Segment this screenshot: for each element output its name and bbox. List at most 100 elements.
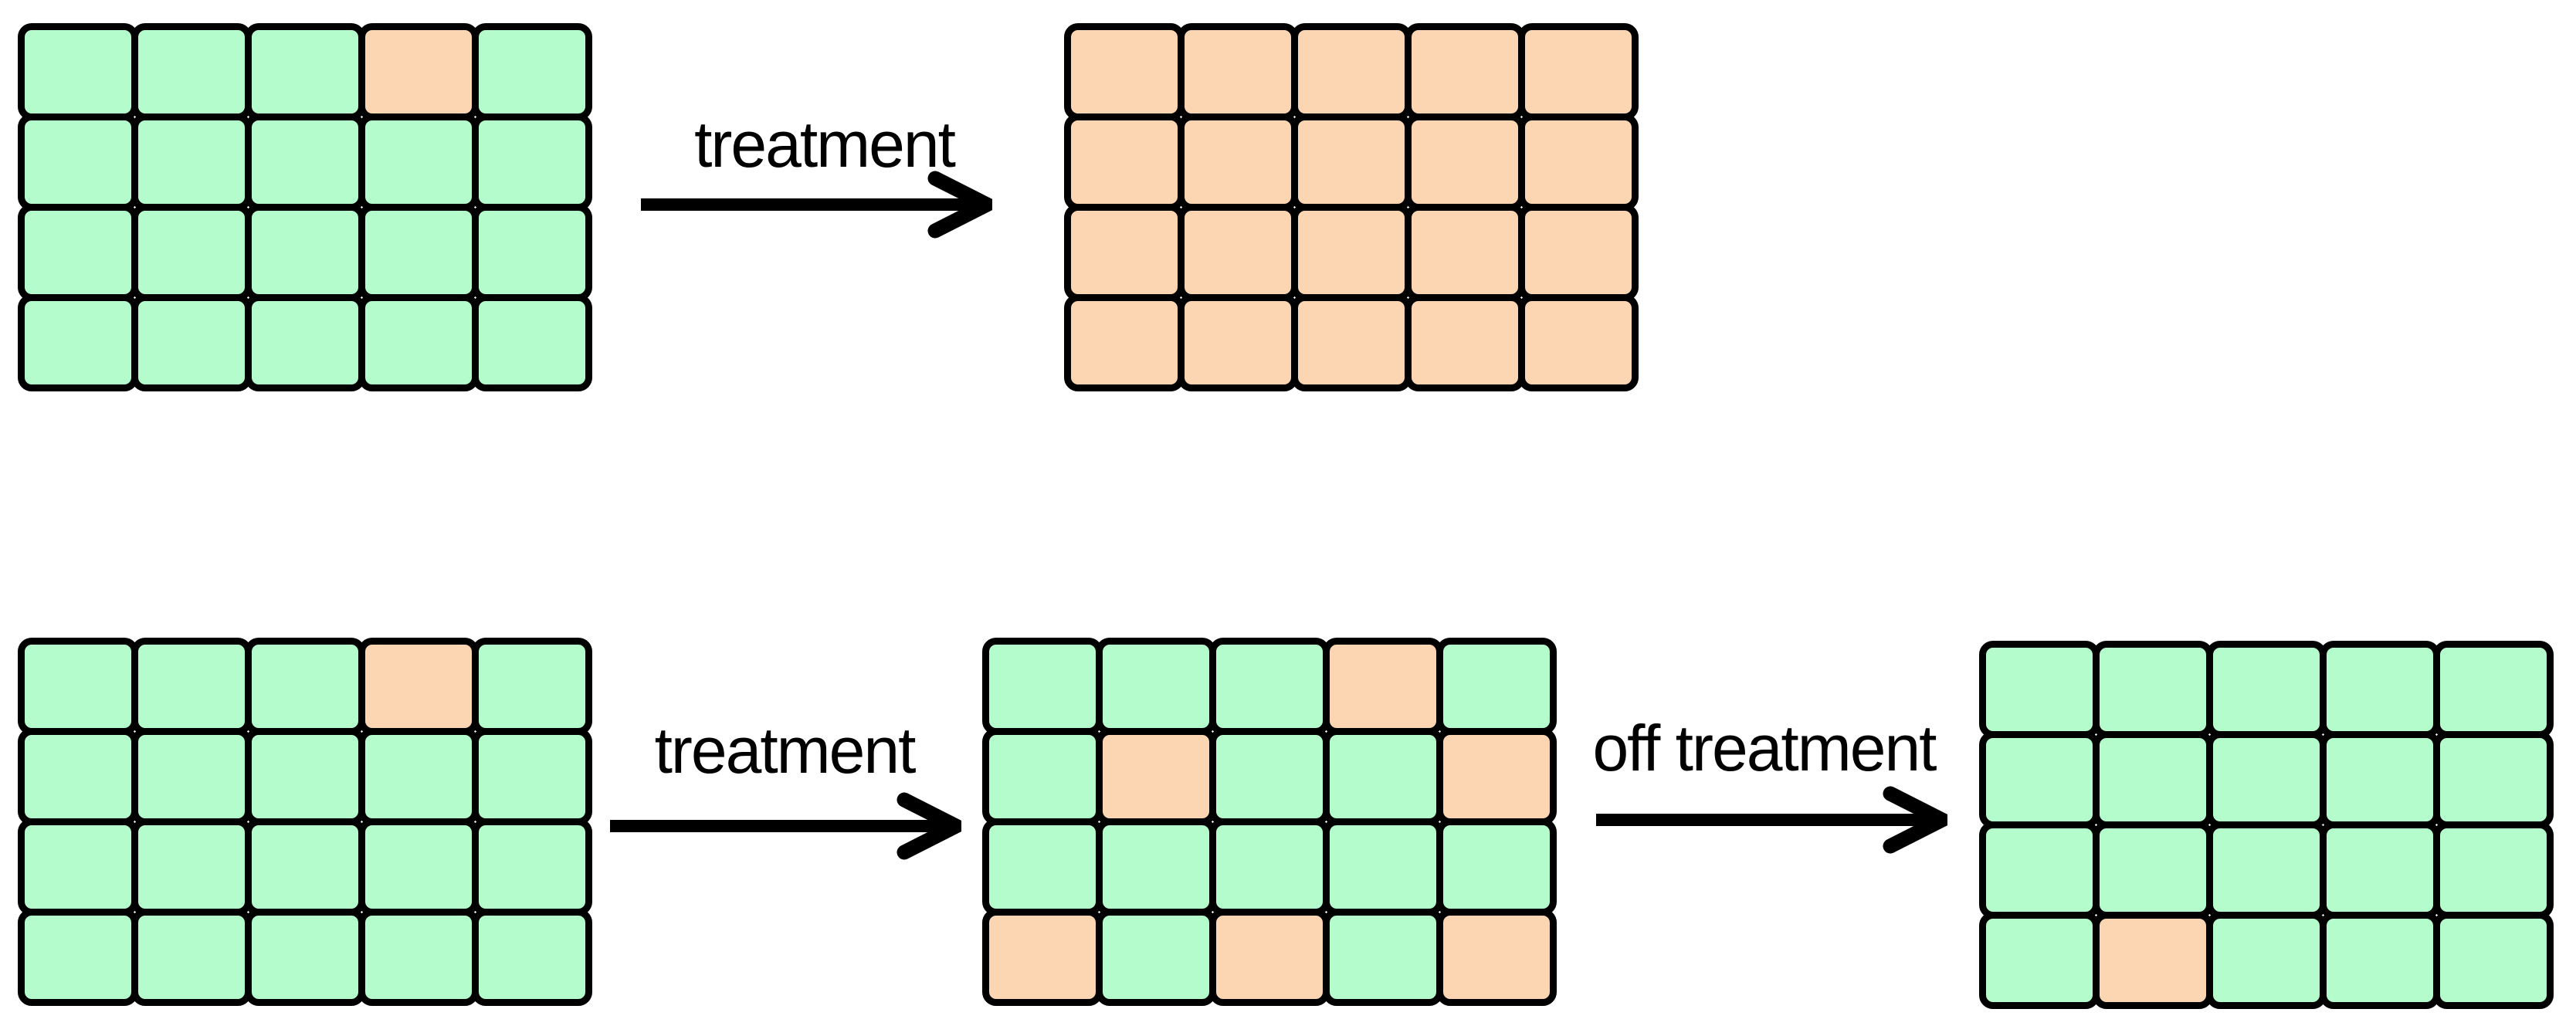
resistant-cell [1518, 113, 1639, 211]
cell-row [18, 728, 592, 825]
resistant-cell [1209, 909, 1330, 1006]
cell-grid-bottom-initial [18, 638, 592, 1006]
resistant-cell [1405, 23, 1525, 120]
sensitive-cell [1979, 731, 2100, 828]
cell-row [1064, 23, 1639, 120]
sensitive-cell [472, 728, 592, 825]
resistant-cell [1291, 23, 1412, 120]
sensitive-cell [2320, 912, 2440, 1009]
sensitive-cell [1979, 821, 2100, 919]
resistant-cell [1178, 113, 1298, 211]
sensitive-cell [245, 113, 365, 211]
off-treatment-transition: off treatment [1565, 712, 1963, 882]
treatment-transition-bottom: treatment [607, 714, 962, 884]
cell-row [982, 638, 1557, 735]
sensitive-cell [1323, 818, 1443, 916]
cell-row [18, 23, 592, 120]
cell-row [1064, 113, 1639, 211]
sensitive-cell [2093, 731, 2213, 828]
sensitive-cell [2320, 821, 2440, 919]
sensitive-cell [2320, 731, 2440, 828]
resistant-cell [1518, 294, 1639, 391]
resistant-cell [1291, 204, 1412, 301]
cell-row [18, 818, 592, 916]
sensitive-cell [2320, 641, 2440, 738]
resistant-cell [1178, 23, 1298, 120]
sensitive-cell [2433, 641, 2554, 738]
sensitive-cell [2433, 912, 2554, 1009]
resistant-cell [1518, 204, 1639, 301]
cell-row [18, 294, 592, 391]
resistant-cell [358, 638, 479, 735]
sensitive-cell [1096, 638, 1216, 735]
resistant-cell [1064, 204, 1185, 301]
sensitive-cell [1979, 641, 2100, 738]
cell-row [982, 728, 1557, 825]
cell-row [18, 909, 592, 1006]
sensitive-cell [131, 204, 252, 301]
sensitive-cell [245, 728, 365, 825]
sensitive-cell [245, 294, 365, 391]
sensitive-cell [358, 818, 479, 916]
resistant-cell [1323, 638, 1443, 735]
off-treatment-label: off treatment [1592, 712, 1937, 784]
cell-grid-top-initial [18, 23, 592, 391]
resistant-cell [1064, 294, 1185, 391]
resistant-cell [1405, 204, 1525, 301]
sensitive-cell [18, 23, 138, 120]
sensitive-cell [245, 23, 365, 120]
resistant-cell [1405, 294, 1525, 391]
sensitive-cell [982, 818, 1103, 916]
resistant-cell [2093, 912, 2213, 1009]
cell-grid-top-result [1064, 23, 1639, 391]
sensitive-cell [1209, 728, 1330, 825]
sensitive-cell [472, 204, 592, 301]
sensitive-cell [245, 818, 365, 916]
resistant-cell [1405, 113, 1525, 211]
sensitive-cell [18, 113, 138, 211]
cell-row [1064, 204, 1639, 301]
sensitive-cell [131, 818, 252, 916]
resistant-cell [1518, 23, 1639, 120]
cell-row [1979, 912, 2554, 1009]
sensitive-cell [131, 23, 252, 120]
sensitive-cell [472, 818, 592, 916]
sensitive-cell [18, 909, 138, 1006]
resistant-cell [1178, 204, 1298, 301]
sensitive-cell [245, 909, 365, 1006]
resistant-cell [1436, 728, 1557, 825]
sensitive-cell [131, 728, 252, 825]
cell-row [1979, 641, 2554, 738]
sensitive-cell [2433, 731, 2554, 828]
resistant-cell [1436, 909, 1557, 1006]
sensitive-cell [245, 638, 365, 735]
resistant-cell [982, 909, 1103, 1006]
resistant-cell [1291, 113, 1412, 211]
sensitive-cell [2206, 821, 2327, 919]
cell-row [18, 113, 592, 211]
sensitive-cell [2433, 821, 2554, 919]
resistant-cell [358, 23, 479, 120]
right-arrow-icon [1596, 786, 1947, 854]
sensitive-cell [2206, 731, 2327, 828]
sensitive-cell [1323, 728, 1443, 825]
sensitive-cell [1096, 818, 1216, 916]
sensitive-cell [131, 909, 252, 1006]
sensitive-cell [472, 638, 592, 735]
sensitive-cell [472, 113, 592, 211]
sensitive-cell [472, 294, 592, 391]
sensitive-cell [1436, 638, 1557, 735]
sensitive-cell [472, 23, 592, 120]
sensitive-cell [18, 638, 138, 735]
sensitive-cell [131, 294, 252, 391]
sensitive-cell [1209, 638, 1330, 735]
sensitive-cell [18, 728, 138, 825]
resistant-cell [1096, 728, 1216, 825]
sensitive-cell [1323, 909, 1443, 1006]
treatment-transition-top: treatment [641, 108, 1008, 278]
resistant-cell [1064, 113, 1185, 211]
sensitive-cell [1209, 818, 1330, 916]
sensitive-cell [18, 818, 138, 916]
resistant-cell [1291, 294, 1412, 391]
right-arrow-icon [641, 171, 992, 239]
